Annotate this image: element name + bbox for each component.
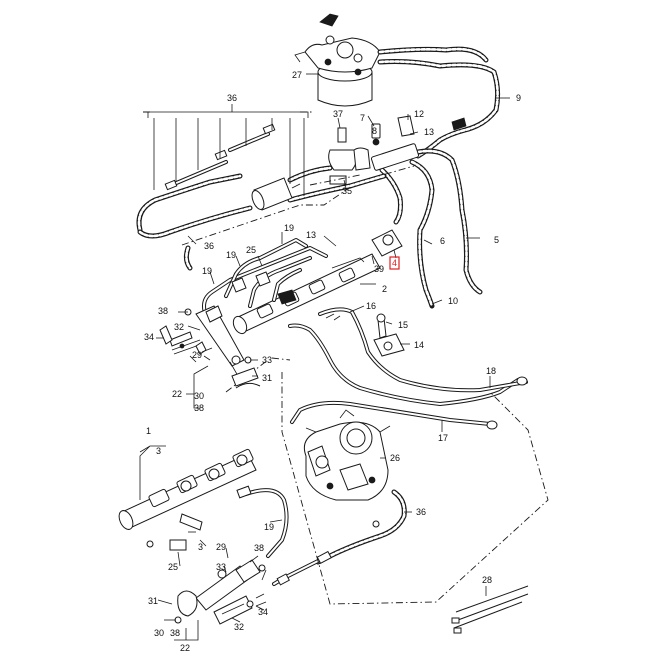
callout-22b: 22 (180, 643, 190, 653)
callout-9: 9 (516, 93, 521, 103)
callout-33a: 33 (262, 355, 272, 365)
callout-30b: 30 (154, 628, 164, 638)
callout-38a: 38 (158, 306, 168, 316)
callout-29b: 29 (216, 542, 226, 552)
callout-8: 8 (372, 126, 377, 136)
callout-13: 13 (424, 127, 434, 137)
callout-39: 39 (374, 264, 384, 274)
hose-5-6 (379, 148, 483, 309)
callout-37: 37 (333, 109, 343, 119)
callout-27: 27 (292, 70, 302, 80)
highlighted-callout-4[interactable]: 4 (389, 256, 400, 270)
callout-5: 5 (494, 235, 499, 245)
callout-26: 26 (390, 453, 400, 463)
injector-lower (174, 559, 267, 625)
callout-labels: 27 9 36 37 7 12 13 8 35 5 6 10 13 19 25 … (144, 70, 521, 653)
callout-30a: 30 (194, 391, 204, 401)
callout-22a: 22 (172, 389, 182, 399)
callout-36b: 36 (204, 241, 214, 251)
fuel-rail-lower (118, 448, 289, 558)
callout-12: 12 (414, 109, 424, 119)
callout-33b: 33 (216, 562, 226, 572)
callout-3a: 3 (156, 446, 161, 456)
callout-15: 15 (398, 320, 408, 330)
outline-lower (225, 357, 549, 605)
return-line-36 (136, 104, 387, 271)
callout-14: 14 (414, 340, 424, 350)
callout-18: 18 (486, 366, 496, 376)
callout-35: 35 (342, 186, 352, 196)
callout-36c: 36 (416, 507, 426, 517)
fuel-filter (294, 13, 381, 107)
callout-38d: 38 (170, 628, 180, 638)
callout-6: 6 (440, 236, 445, 246)
callout-19d: 19 (264, 522, 274, 532)
callout-32b: 32 (234, 622, 244, 632)
callout-29a: 29 (192, 350, 202, 360)
hose-36-lower (272, 489, 407, 586)
callout-2: 2 (382, 284, 387, 294)
connector-group (328, 115, 467, 185)
callout-25b: 25 (168, 562, 178, 572)
callout-31b: 31 (148, 596, 158, 606)
injector-lines-upper (202, 238, 328, 318)
high-pressure-pump (303, 409, 391, 501)
callout-19b: 19 (226, 250, 236, 260)
callout-38b: 38 (194, 403, 204, 413)
callout-19c: 19 (202, 266, 212, 276)
callout-32a: 32 (174, 322, 184, 332)
callout-13b: 13 (306, 230, 316, 240)
callout-31a: 31 (262, 373, 272, 383)
callout-25a: 25 (246, 245, 256, 255)
callout-34a: 34 (144, 332, 154, 342)
callout-17: 17 (438, 433, 448, 443)
callout-3b: 3 (198, 542, 203, 552)
callout-38c: 38 (254, 543, 264, 553)
cable-ties (451, 585, 529, 634)
callout-7: 7 (360, 113, 365, 123)
hose-9 (377, 46, 501, 159)
pressure-lines (288, 307, 528, 430)
callout-4: 4 (392, 258, 397, 268)
callout-34b: 34 (258, 607, 268, 617)
callout-1: 1 (146, 426, 151, 436)
callout-16: 16 (366, 301, 376, 311)
callout-10: 10 (448, 296, 458, 306)
callout-28: 28 (482, 575, 492, 585)
callout-19a: 19 (284, 223, 294, 233)
callout-36: 36 (227, 93, 237, 103)
fuel-rail (232, 229, 403, 335)
leader-lines (139, 73, 510, 641)
